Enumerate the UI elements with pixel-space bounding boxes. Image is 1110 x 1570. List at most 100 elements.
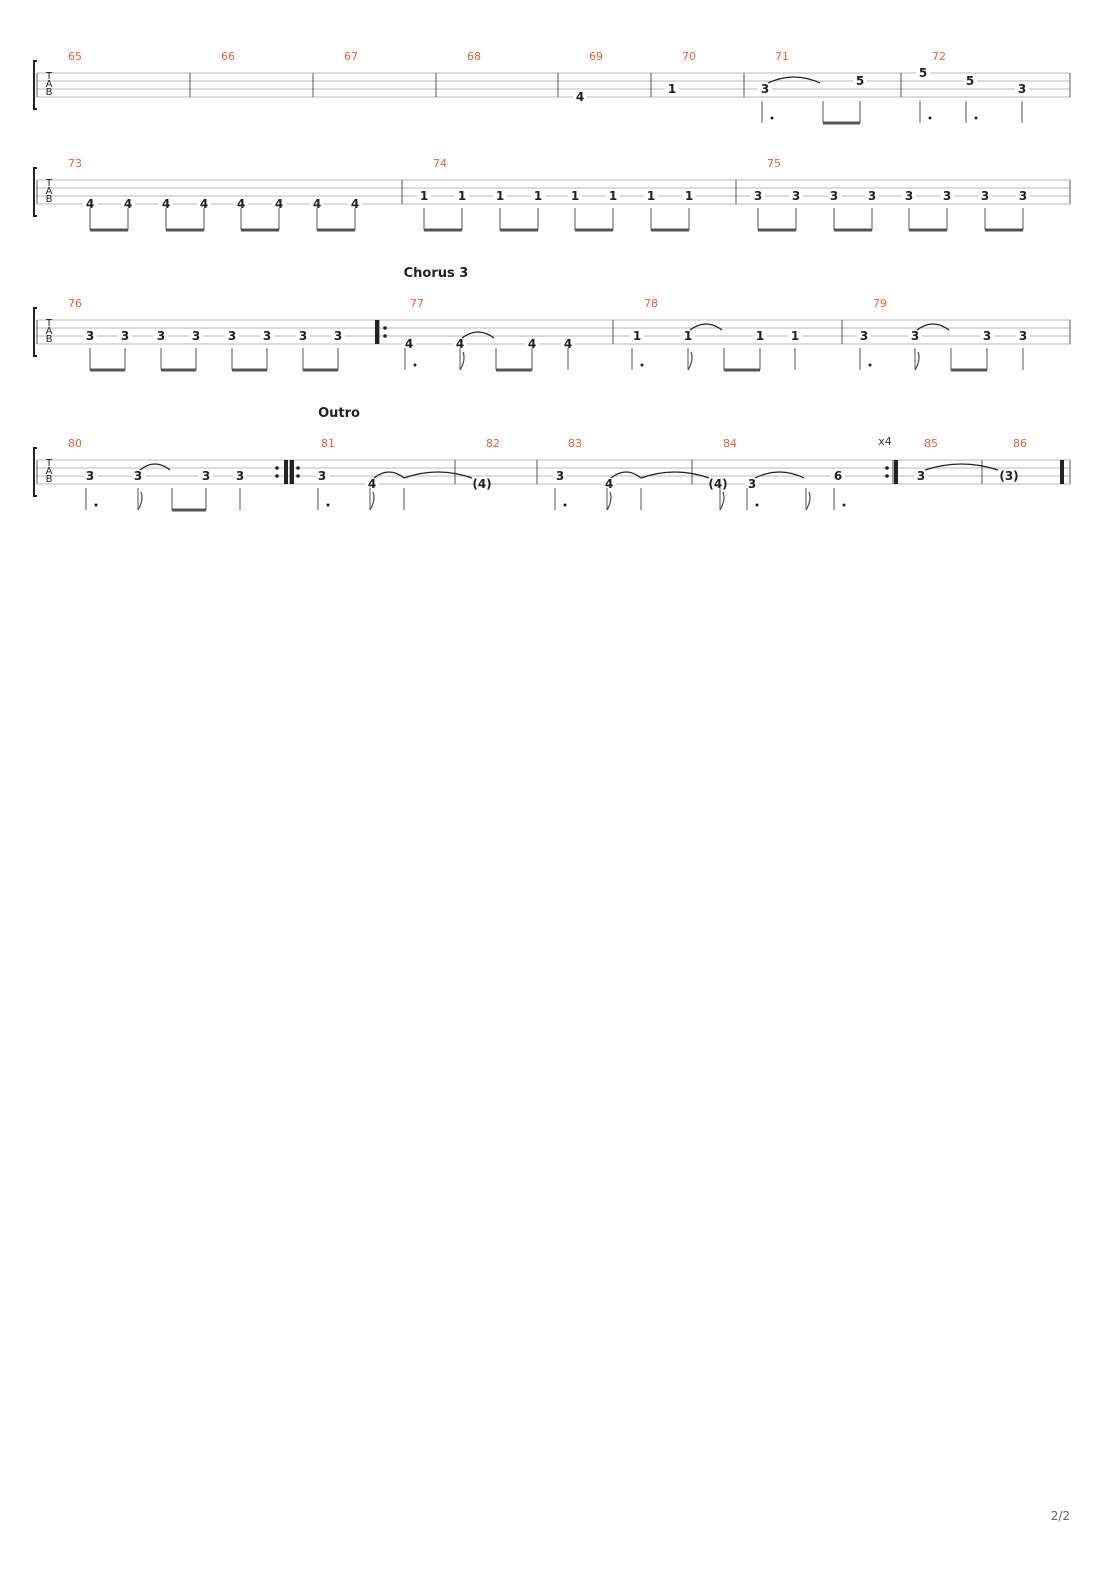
fret-mask [121, 198, 135, 210]
fret-mask [197, 198, 211, 210]
fret-number: 1 [685, 189, 693, 203]
fret-mask [453, 338, 467, 350]
fret-number: 3 [1019, 189, 1027, 203]
fret-mask [789, 190, 803, 202]
fret-mask [902, 190, 916, 202]
fret-number: 3 [917, 469, 925, 483]
bar-number: 78 [644, 297, 658, 310]
bar-number: 70 [682, 50, 696, 63]
fret-mask [978, 190, 992, 202]
fret-number: 1 [756, 329, 764, 343]
fret-number: 3 [868, 189, 876, 203]
fret-number: 1 [668, 82, 676, 96]
fret-number: 3 [236, 469, 244, 483]
fret-mask [331, 330, 345, 342]
fret-number: 4 [564, 337, 572, 351]
fret-number: (4) [708, 477, 727, 491]
fret-mask [914, 470, 928, 482]
note-flag [719, 491, 725, 511]
repeat-dot [885, 474, 889, 478]
tab-staff [33, 60, 1071, 110]
fret-mask [788, 330, 802, 342]
tie-arc [689, 323, 723, 331]
bar-number: 72 [932, 50, 946, 63]
fret-mask [831, 470, 845, 482]
fret-number: 4 [124, 197, 132, 211]
fret-number: 3 [911, 329, 919, 343]
fret-mask [154, 330, 168, 342]
fret-number: 3 [1018, 82, 1026, 96]
tie-arc [139, 463, 171, 471]
fret-number: 1 [571, 189, 579, 203]
fret-number: 1 [791, 329, 799, 343]
fret-mask [1016, 330, 1030, 342]
tab-clef-letter: B [46, 474, 53, 485]
bar-number: 84 [723, 437, 737, 450]
repeat-dot [275, 466, 279, 470]
fret-mask [853, 75, 867, 87]
fret-number: 1 [684, 329, 692, 343]
fret-mask [199, 470, 213, 482]
bar-number: 83 [568, 437, 582, 450]
fret-number: 5 [919, 66, 927, 80]
fret-number: 3 [192, 329, 200, 343]
tab-clef-letter: T [45, 318, 53, 329]
bar-number: 86 [1013, 437, 1027, 450]
fret-mask [568, 190, 582, 202]
tab-clef-letter: A [46, 79, 53, 90]
bar-number: 74 [433, 157, 447, 170]
repeat-dot [296, 474, 300, 478]
note-flag [914, 351, 920, 371]
fret-mask [758, 83, 772, 95]
fret-mask [711, 478, 725, 490]
fret-number: 3 [754, 189, 762, 203]
tie-arc [373, 471, 405, 479]
fret-mask [908, 330, 922, 342]
tie-arc [754, 471, 805, 479]
fret-mask [745, 478, 759, 490]
fret-number: 3 [792, 189, 800, 203]
fret-mask [857, 330, 871, 342]
fret-number: 3 [86, 329, 94, 343]
repeat-dot [383, 326, 387, 330]
fret-number: 3 [860, 329, 868, 343]
fret-mask [553, 470, 567, 482]
fret-mask [417, 190, 431, 202]
fret-number: 4 [605, 477, 613, 491]
fret-mask [865, 190, 879, 202]
tab-clef-letter: T [45, 178, 53, 189]
bar-number: 71 [775, 50, 789, 63]
fret-mask [365, 478, 379, 490]
fret-number: 3 [202, 469, 210, 483]
repeat-barline [284, 460, 288, 484]
fret-mask [606, 190, 620, 202]
tie-arc [610, 471, 642, 479]
fret-mask [260, 330, 274, 342]
rhythm-dot [974, 116, 978, 120]
repeat-barline [290, 460, 294, 484]
fret-mask [189, 330, 203, 342]
fret-mask [602, 478, 616, 490]
fret-number: 6 [834, 469, 842, 483]
fret-number: 3 [983, 329, 991, 343]
bar-number: 67 [344, 50, 358, 63]
fret-mask [83, 330, 97, 342]
fret-mask [118, 330, 132, 342]
fret-mask [753, 330, 767, 342]
fret-number: 4 [351, 197, 359, 211]
fret-number: 1 [534, 189, 542, 203]
bar-number: 66 [221, 50, 235, 63]
fret-mask [940, 190, 954, 202]
bar-number: 68 [467, 50, 481, 63]
fret-mask [630, 330, 644, 342]
fret-number: 4 [456, 337, 464, 351]
bar-number: 77 [410, 297, 424, 310]
fret-mask [225, 330, 239, 342]
note-flag [369, 491, 375, 511]
bar-number: 65 [68, 50, 82, 63]
fret-mask [681, 330, 695, 342]
bar-number: 69 [589, 50, 603, 63]
fret-number: 4 [162, 197, 170, 211]
fret-mask [1015, 83, 1029, 95]
